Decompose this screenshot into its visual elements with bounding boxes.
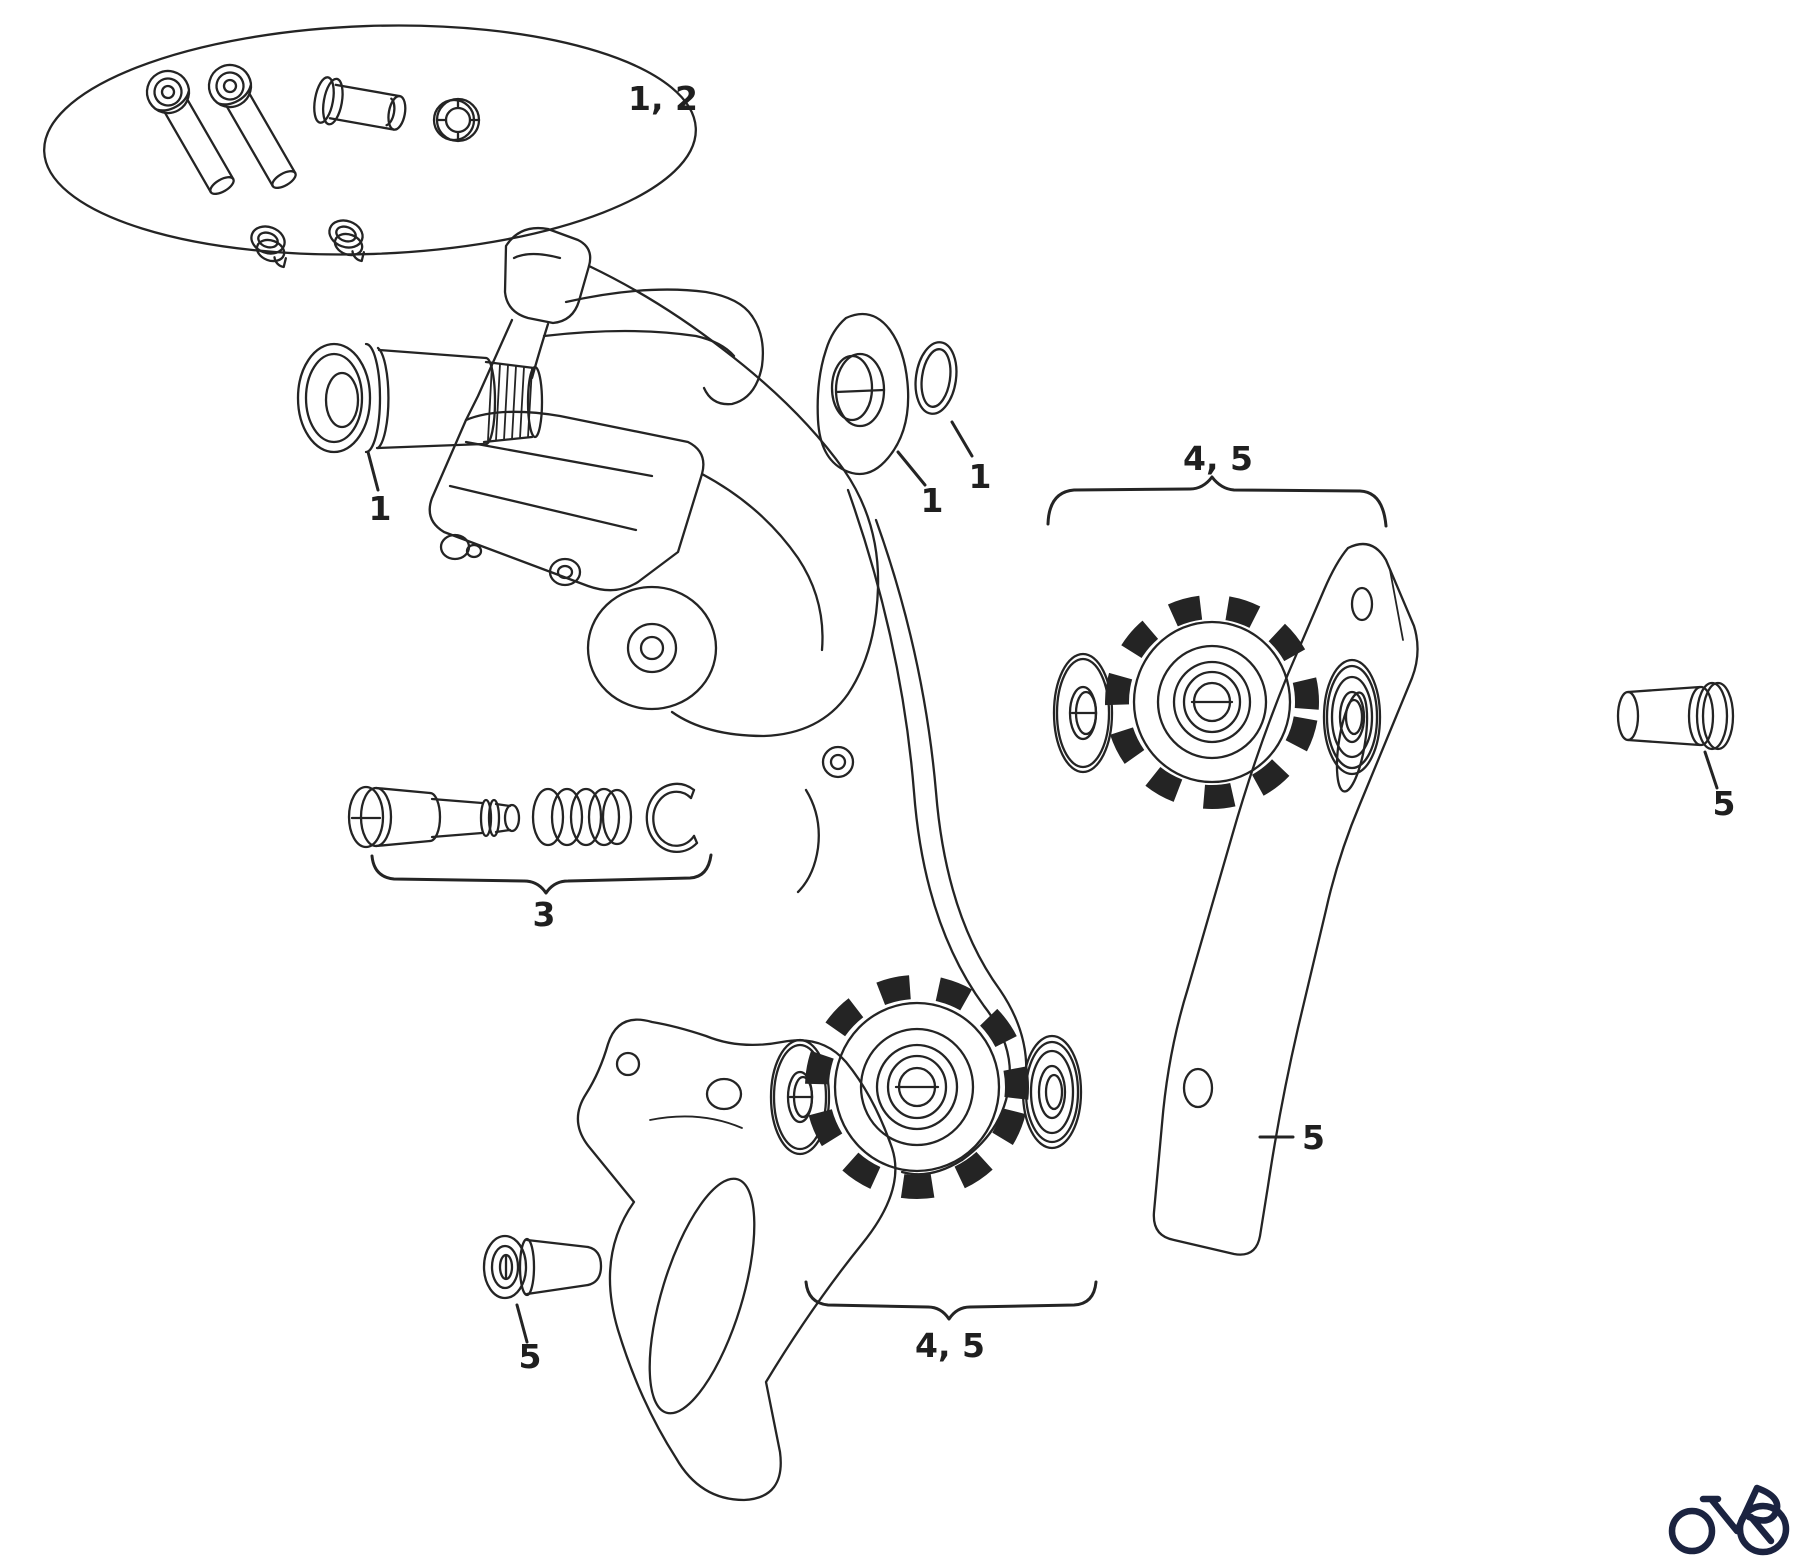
upper-pulley-washer-left	[1052, 652, 1114, 774]
kit-screw-icon	[250, 225, 288, 269]
callout-mount-link: 1	[921, 481, 944, 520]
o-ring	[914, 341, 958, 415]
kit-barrel-pin-icon	[313, 76, 407, 131]
leader-line	[366, 450, 380, 492]
callout-lower-pulley: 4, 5	[915, 1326, 985, 1365]
upper-pulley-assembly	[1052, 595, 1382, 809]
mount-link	[816, 312, 910, 476]
callout-outer-cage-bolt: 5	[519, 1337, 542, 1376]
upper-pulley	[1105, 595, 1319, 809]
brace-upper-pulley	[1046, 475, 1388, 528]
spring-kit	[347, 782, 699, 853]
callout-hardware-kit: 1, 2	[628, 79, 698, 118]
outer-cage-plate	[576, 1018, 897, 1502]
inner-cage-bolt	[1616, 681, 1735, 751]
leader-line	[515, 1303, 529, 1344]
callout-b-bolt: 1	[369, 489, 392, 528]
hardware-kit-ellipse	[43, 24, 697, 269]
leader-line	[896, 450, 927, 487]
callout-spring-kit: 3	[533, 895, 556, 934]
brace-lower-pulley	[804, 1280, 1098, 1321]
bicycle-wheel-left	[1668, 1507, 1716, 1555]
lower-pulley-assembly	[769, 975, 1083, 1199]
callout-inner-cage-bolt: 5	[1713, 784, 1736, 823]
leader-line	[1703, 750, 1719, 790]
callout-o-ring: 1	[969, 457, 992, 496]
inner-cage-plate	[1152, 542, 1419, 1256]
derailleur-body	[428, 227, 880, 894]
lower-pulley-washer-right	[1021, 1034, 1083, 1150]
lower-pulley	[805, 975, 1029, 1199]
brace-spring-kit	[370, 853, 713, 895]
callout-inner-cage-plate: 5	[1302, 1118, 1325, 1157]
leader-line	[950, 420, 974, 458]
annotation-lines	[366, 420, 1719, 1344]
b-bolt	[296, 342, 544, 454]
cage-arm	[846, 488, 1028, 1176]
bicycle-logo	[1668, 1484, 1790, 1556]
callout-upper-pulley: 4, 5	[1183, 439, 1253, 478]
kit-ring-nut-icon	[432, 97, 481, 143]
kit-bolt-b-icon	[207, 63, 297, 190]
kit-screw-icon	[328, 219, 366, 263]
callout-labels: 1, 2 1 1 1 3 4, 5 4, 5 5 5 5	[369, 79, 1736, 1376]
bicycle-frame	[1699, 1484, 1781, 1545]
kit-bolt-a-icon	[145, 69, 235, 196]
upper-pulley-washer-right	[1322, 658, 1382, 776]
outer-cage-bolt	[482, 1234, 603, 1300]
